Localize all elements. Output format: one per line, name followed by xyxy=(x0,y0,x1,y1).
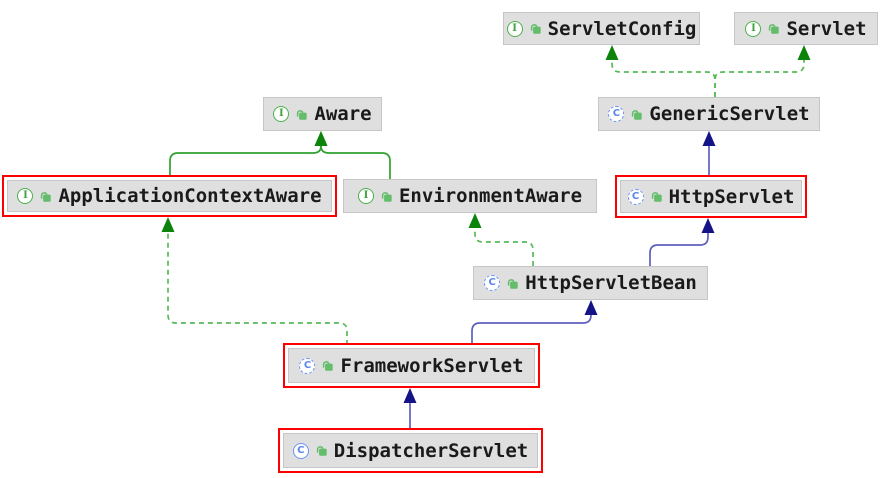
class-node-dispatcher-servlet[interactable]: C DispatcherServlet xyxy=(283,433,538,468)
class-icon: C xyxy=(292,442,309,459)
open-lock-icon xyxy=(632,109,643,120)
abstract-class-icon: C xyxy=(299,357,316,374)
class-node-servlet-config[interactable]: I ServletConfig xyxy=(503,12,700,45)
arrowhead-implements-icon xyxy=(605,45,619,60)
abstract-class-icon: C xyxy=(608,106,625,122)
selection-highlight-framework-servlet[interactable]: C FrameworkServlet xyxy=(283,343,540,388)
interface-icon: I xyxy=(357,188,374,204)
class-node-generic-servlet[interactable]: C GenericServlet xyxy=(598,97,820,131)
interface-icon: I xyxy=(745,20,762,37)
class-name-label: ApplicationContextAware xyxy=(58,185,322,207)
class-name-label: Servlet xyxy=(786,17,867,40)
class-name-label: GenericServlet xyxy=(649,103,810,125)
class-node-framework-servlet[interactable]: C FrameworkServlet xyxy=(288,348,535,383)
class-node-environment-aware[interactable]: I EnvironmentAware xyxy=(343,179,597,213)
edge-application_context_aware-extends-aware xyxy=(169,145,322,180)
open-lock-icon xyxy=(323,361,334,371)
class-name-label: HttpServlet xyxy=(668,185,795,208)
interface-icon: I xyxy=(506,20,523,37)
class-name-label: DispatcherServlet xyxy=(333,439,529,462)
edge-environment_aware-extends-aware xyxy=(320,145,391,179)
open-lock-icon xyxy=(316,446,327,456)
open-lock-icon xyxy=(297,109,308,120)
interface-icon: I xyxy=(17,188,34,204)
open-lock-icon xyxy=(651,192,662,202)
edge-generic_servlet-implements-servlet xyxy=(714,60,805,97)
edge-framework_servlet-extends-http_servlet_bean xyxy=(471,314,592,349)
arrowhead-extends-icon xyxy=(403,388,417,403)
selection-highlight-dispatcher-servlet[interactable]: C DispatcherServlet xyxy=(278,428,543,473)
arrowhead-implements-icon xyxy=(797,45,811,60)
class-name-label: HttpServletBean xyxy=(525,272,697,294)
arrowhead-extends-icon xyxy=(701,218,715,233)
open-lock-icon xyxy=(41,191,52,202)
selection-highlight-http-servlet[interactable]: C HttpServlet xyxy=(615,175,807,218)
edge-framework_servlet-implements-application_context_aware xyxy=(167,232,348,345)
arrowhead-implements-icon xyxy=(468,213,482,228)
class-name-label: Aware xyxy=(314,103,372,125)
open-lock-icon xyxy=(381,191,392,202)
class-node-aware[interactable]: I Aware xyxy=(263,97,382,131)
class-node-servlet[interactable]: I Servlet xyxy=(734,12,878,45)
class-name-label: FrameworkServlet xyxy=(340,354,524,377)
abstract-class-icon: C xyxy=(627,188,644,205)
edge-http_servlet_bean-implements-environment_aware xyxy=(474,228,534,266)
interface-icon: I xyxy=(273,106,290,122)
arrowhead-implements-icon xyxy=(161,217,175,232)
arrowhead-extends-icon xyxy=(314,131,328,146)
arrowhead-extends-icon xyxy=(584,300,598,315)
open-lock-icon xyxy=(508,278,518,289)
class-name-label: ServletConfig xyxy=(547,17,697,40)
open-lock-icon xyxy=(769,24,780,34)
class-node-http-servlet-bean[interactable]: C HttpServletBean xyxy=(473,266,708,300)
abstract-class-icon: C xyxy=(484,275,501,291)
open-lock-icon xyxy=(530,24,541,34)
class-node-http-servlet[interactable]: C HttpServlet xyxy=(620,180,802,213)
selection-highlight-application-context-aware[interactable]: I ApplicationContextAware xyxy=(2,175,337,217)
class-name-label: EnvironmentAware xyxy=(398,185,583,207)
arrowhead-extends-icon xyxy=(702,131,716,146)
edge-generic_servlet-implements-servlet_config xyxy=(611,60,716,97)
edge-http_servlet_bean-extends-http_servlet xyxy=(649,233,709,266)
class-node-application-context-aware[interactable]: I ApplicationContextAware xyxy=(7,180,332,212)
